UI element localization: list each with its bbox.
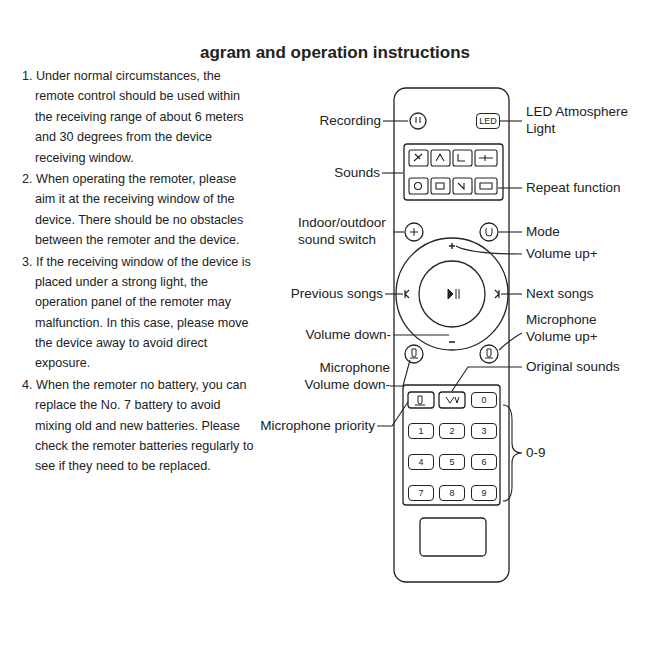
callout-label: Sounds [334,165,380,182]
title: agram and operation instructions [120,42,550,64]
mode-button [480,223,498,241]
callout-label: Indoor/outdoor sound switch [298,215,392,249]
mic-volume-down-button [405,345,423,363]
callout-label: LED Atmosphere Light [526,104,644,138]
callout-label: Next songs [526,286,594,303]
sound-buttons [409,150,497,194]
button-text: 9 [481,489,486,498]
callout-label: Volume down- [305,327,391,344]
navigation-ring [396,238,508,350]
instruction-note: 1. Under normal circumstances, the remot… [22,66,254,168]
number-button: 1 [408,423,434,439]
led-button: LED [476,113,500,129]
button-text: 4 [418,458,423,467]
mic-priority-button [408,392,434,408]
button-text: 0 [481,396,486,405]
number-button: 6 [471,454,497,470]
callout-label: Microphone Volume up+ [526,312,626,346]
original-sound-button [439,392,465,408]
indoor-outdoor-button [405,223,423,241]
number-button: 9 [471,485,497,501]
play-button [419,261,485,327]
button-text: 6 [481,458,486,467]
number-button: 0 [471,392,497,408]
callout-label: Recording [319,113,381,130]
leader-lines [377,121,522,501]
number-button: 5 [439,454,465,470]
sounds-group [404,144,503,200]
callout-label: 0-9 [526,445,546,462]
instruction-note: 4. When the remoter no battery, you can … [22,375,254,477]
remote-window [420,518,486,556]
number-button: 7 [408,485,434,501]
button-text: 3 [481,427,486,436]
button-text: 7 [418,489,423,498]
callout-label: Microphone priority [260,418,375,435]
volume-marks [449,243,455,342]
recording-button [410,113,426,129]
instruction-note: 3. If the receiving window of the device… [22,252,254,374]
callout-label: Original sounds [526,359,620,376]
button-text: 2 [449,427,454,436]
button-text: 5 [449,458,454,467]
skip-marks [405,290,499,298]
number-group [403,385,500,505]
callout-label: Microphone Volume down- [298,360,390,394]
callout-label: Previous songs [291,286,383,303]
callout-label: Volume up+ [526,246,598,263]
number-button: 2 [439,423,465,439]
button-text: LED [479,117,497,126]
instruction-note: 2. When operating the remoter, please ai… [22,169,254,251]
number-button: 4 [408,454,434,470]
callout-label: Mode [526,224,560,241]
mic-volume-up-button [480,345,498,363]
number-button: 3 [471,423,497,439]
button-text: 8 [449,489,454,498]
number-button: 8 [439,485,465,501]
callout-label: Repeat function [526,180,621,197]
remote-body [394,88,509,582]
button-text: 1 [418,427,423,436]
